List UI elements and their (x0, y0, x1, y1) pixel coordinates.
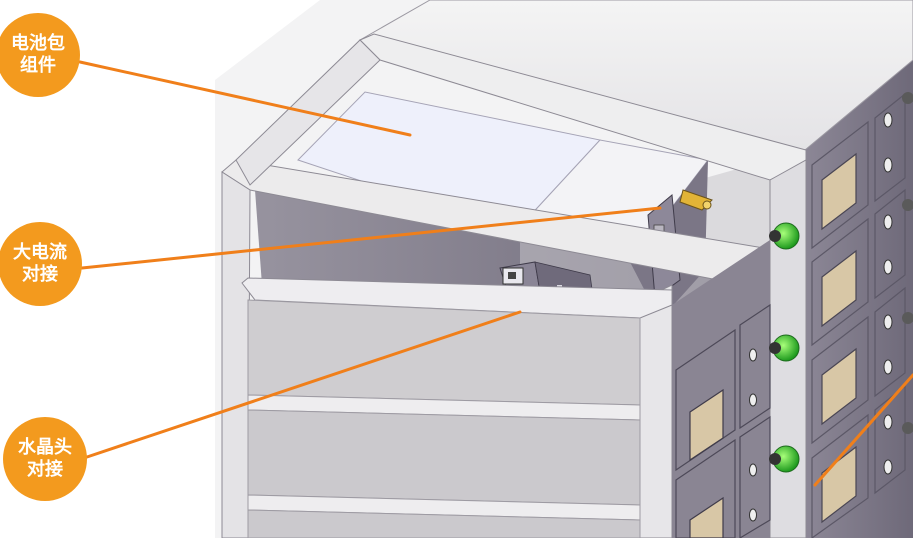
module-drawers (672, 240, 771, 538)
callout-high-current-label: 大电流对接 (13, 242, 67, 285)
leader-lines (78, 60, 913, 487)
keyhole-icon (883, 112, 893, 475)
callout-crystal-head: 水晶头对接 (3, 417, 87, 501)
green-knob-icon (769, 222, 800, 473)
leader-line-right-drawer (813, 373, 913, 487)
drawer-front-panels (247, 299, 641, 538)
callout-battery-pack: 电池包组件 (0, 13, 80, 97)
leader-line-crystal-head (82, 310, 522, 460)
leader-line-high-current (80, 206, 662, 270)
callout-crystal-head-label: 水晶头对接 (18, 437, 72, 480)
callout-battery-pack-label: 电池包组件 (11, 33, 65, 76)
keyhole-icon (749, 348, 757, 522)
callout-high-current: 大电流对接 (0, 222, 82, 306)
leader-line-battery (78, 60, 412, 137)
cabinet-frame (221, 33, 807, 538)
